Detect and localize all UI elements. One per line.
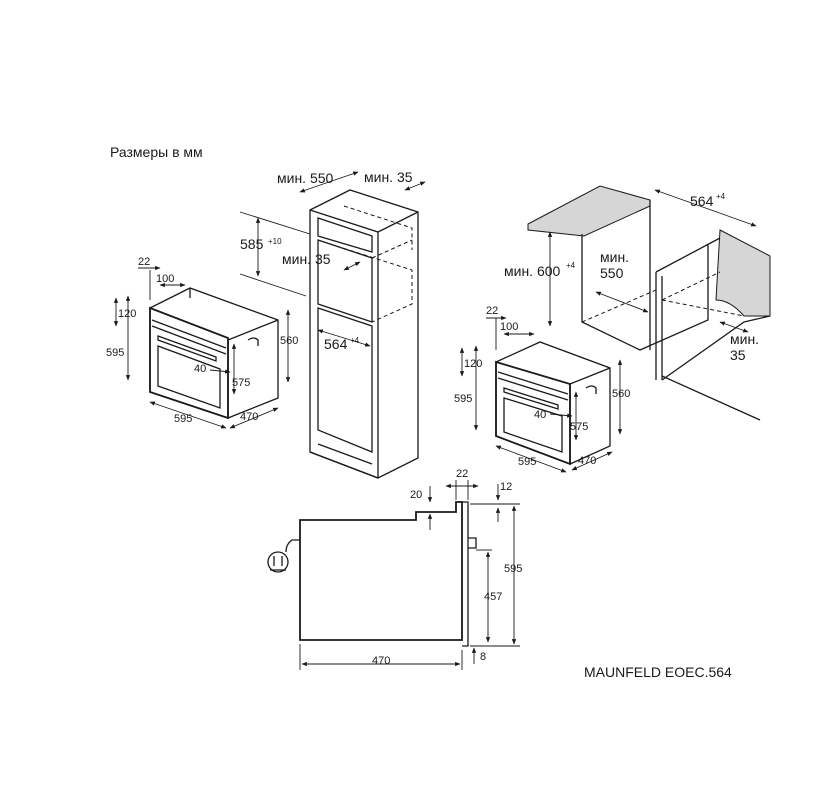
svg-text:+10: +10 [268, 237, 282, 246]
cabinet-plinth [309, 443, 379, 479]
plug-icon [267, 551, 289, 573]
svg-text:575: 575 [232, 377, 250, 389]
svg-text:595: 595 [454, 393, 472, 405]
counter-niche-back [581, 271, 745, 323]
svg-text:мин. 550: мин. 550 [277, 170, 334, 186]
svg-text:100: 100 [500, 321, 518, 333]
svg-text:120: 120 [464, 358, 482, 370]
built-in-oven-handle [503, 387, 559, 410]
built-in-oven-dims: 22 100 120 595 560 575 40 595 470 [454, 305, 630, 473]
svg-text:мин. 35: мин. 35 [364, 169, 413, 185]
standalone-oven [149, 287, 279, 420]
countertop-installation-dims: 564 +4 мин. 600 +4 мин. 550 мин. 35 [504, 189, 759, 363]
svg-text:22: 22 [138, 256, 150, 268]
svg-text:470: 470 [240, 411, 258, 423]
svg-text:595: 595 [504, 563, 522, 575]
cabinet-niche-back [329, 205, 413, 323]
svg-text:585: 585 [240, 236, 264, 252]
oven-back-connector [247, 337, 259, 346]
countertop-right [715, 229, 771, 317]
svg-text:мин. 600: мин. 600 [504, 263, 561, 279]
svg-text:100: 100 [156, 273, 174, 285]
side-view-dims: 22 20 12 595 457 470 8 [299, 468, 522, 670]
side-view-cable [285, 539, 300, 553]
svg-text:595: 595 [106, 347, 124, 359]
counter-cabinet-frame [649, 200, 721, 380]
built-in-oven-connector [585, 385, 597, 394]
svg-text:мин.: мин. [730, 331, 759, 347]
svg-text:560: 560 [280, 335, 298, 347]
svg-text:595: 595 [174, 413, 192, 425]
side-view-front-panel [462, 501, 469, 647]
counter-cabinet-base [661, 315, 771, 381]
svg-text:мин. 35: мин. 35 [282, 251, 331, 267]
built-in-oven-front [495, 360, 571, 466]
counter-cabinet-walls [581, 234, 709, 351]
svg-text:22: 22 [456, 468, 468, 480]
svg-text:470: 470 [372, 655, 390, 667]
svg-text:470: 470 [578, 455, 596, 467]
svg-text:560: 560 [612, 388, 630, 400]
svg-text:мин.: мин. [600, 249, 629, 265]
oven-handle [157, 335, 217, 362]
model-label: MAUNFELD EOEC.564 [584, 664, 732, 680]
tall-cabinet-dims: мин. 550 мин. 35 585 +10 мин. 35 564 +4 [239, 169, 426, 352]
svg-text:+4: +4 [716, 192, 726, 201]
cabinet-niche-depth [371, 239, 413, 259]
standalone-oven-dims: 22 100 120 595 560 575 40 595 470 [106, 256, 298, 429]
side-view-body [299, 501, 463, 641]
svg-text:564: 564 [324, 336, 348, 352]
built-in-oven [495, 341, 611, 466]
svg-text:550: 550 [600, 265, 624, 281]
svg-text:40: 40 [194, 363, 206, 375]
cabinet-top-shelf [317, 217, 373, 253]
side-view [285, 501, 477, 647]
svg-text:575: 575 [570, 421, 588, 433]
svg-text:22: 22 [486, 305, 498, 317]
svg-text:595: 595 [518, 456, 536, 468]
svg-text:457: 457 [484, 591, 502, 603]
oven-control-strip [151, 319, 227, 349]
svg-text:20: 20 [410, 489, 422, 501]
svg-text:12: 12 [500, 481, 512, 493]
svg-text:564: 564 [690, 193, 714, 209]
svg-text:40: 40 [534, 409, 546, 421]
countertop-slab [527, 185, 651, 237]
cabinet-front-edges [309, 209, 419, 478]
tall-cabinet [309, 189, 419, 479]
svg-text:120: 120 [118, 308, 136, 320]
svg-text:8: 8 [480, 651, 486, 663]
counter-floor-line [661, 375, 761, 421]
svg-text:35: 35 [730, 347, 746, 363]
built-in-oven-control-strip [497, 371, 569, 401]
oven-control-strip-2 [151, 325, 227, 355]
units-label: Размеры в мм [110, 144, 203, 160]
svg-text:+4: +4 [350, 336, 360, 345]
oven-front-panel [149, 306, 229, 420]
cabinet-lower-compartment [317, 307, 373, 453]
side-view-handle [468, 537, 477, 549]
svg-text:+4: +4 [566, 261, 576, 270]
